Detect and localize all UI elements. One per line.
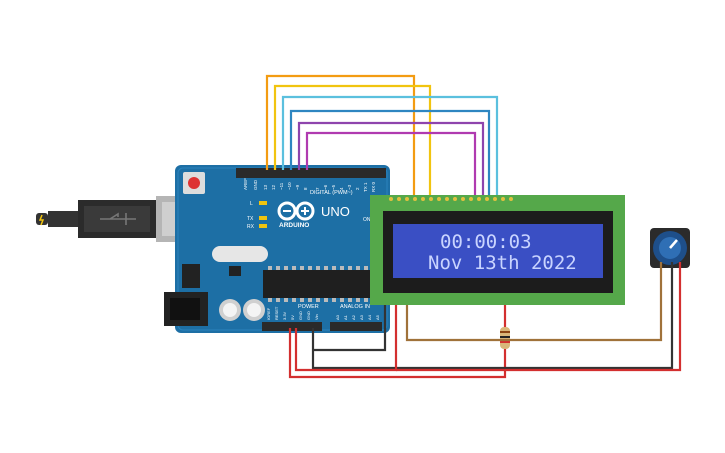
analog-header <box>330 322 382 331</box>
wire-black-ground[interactable] <box>311 262 674 370</box>
potentiometer-icon[interactable] <box>650 228 690 268</box>
digital-header <box>236 168 386 178</box>
pin-label-d11: ~11 <box>279 182 284 190</box>
power-wires <box>288 262 682 379</box>
wire-cyan[interactable] <box>281 95 499 197</box>
pin-label-d0: RX 0 <box>371 181 376 192</box>
resistor-icon <box>500 327 510 349</box>
lcd-line-2: Nov 13th 2022 <box>428 252 577 274</box>
lcd-module: 00:00:03 Nov 13th 2022 <box>370 195 625 305</box>
pin-label-gnd1: GND <box>298 311 303 320</box>
pin-label-d8: 8 <box>303 187 308 190</box>
pin-label-3v3: 3.3V <box>282 311 287 320</box>
pin-label-aref: AREF <box>243 178 248 190</box>
pin-label-d1: TX 1 <box>363 182 368 192</box>
wire-yellow[interactable] <box>273 84 432 197</box>
atmega-chip <box>263 270 375 298</box>
board-brand: ARDUINO <box>279 222 309 229</box>
pin-label-gnd: GND <box>253 179 258 190</box>
pin-label-d12: 12 <box>271 184 276 190</box>
pin-label-d4: 4 <box>339 187 344 190</box>
wire-purple[interactable] <box>297 121 485 197</box>
digital-header-label: DIGITAL (PWM~) <box>310 190 353 196</box>
crystal <box>212 246 268 262</box>
pin-label-5v: 5V <box>290 315 295 320</box>
pin-label-reset: RESET <box>274 306 279 320</box>
board-model: UNO <box>321 204 350 219</box>
wire-red-backlight[interactable] <box>288 305 507 379</box>
pin-label-a5: A5 <box>375 314 380 320</box>
pin-label-a2: A2 <box>351 314 356 320</box>
led-l-label: L <box>250 201 253 207</box>
wire-red-5v[interactable] <box>294 305 398 372</box>
led-rx-label: RX <box>247 224 255 230</box>
wire-black-lcd[interactable] <box>313 305 387 352</box>
on-label: ON <box>363 217 371 223</box>
wire-orange[interactable] <box>265 74 416 197</box>
pin-label-a4: A4 <box>367 314 372 320</box>
power-header <box>262 322 322 331</box>
data-wires <box>265 74 499 197</box>
lcd-line-1: 00:00:03 <box>440 231 532 253</box>
pin-label-d3: ~3 <box>347 184 352 190</box>
pin-label-d5: ~5 <box>331 184 336 190</box>
led-tx-label: TX <box>247 216 254 222</box>
pin-label-d2: 2 <box>355 187 360 190</box>
pin-label-d10: ~10 <box>287 182 292 190</box>
pin-label-a0: A0 <box>335 314 340 320</box>
analog-header-label: ANALOG IN <box>340 304 370 310</box>
pin-label-d6: ~6 <box>323 184 328 190</box>
pin-label-a1: A1 <box>343 314 348 320</box>
infinity-logo-icon <box>277 201 315 221</box>
pin-label-d7: 7 <box>315 187 320 190</box>
power-header-label: POWER <box>298 304 319 310</box>
pin-label-ioref: IOREF <box>266 307 271 320</box>
wire-red-pot[interactable] <box>396 262 682 372</box>
pin-label-d9: ~9 <box>295 184 300 190</box>
pin-label-d13: 13 <box>263 184 268 190</box>
wire-brown-contrast[interactable] <box>405 262 663 342</box>
wire-magenta[interactable] <box>305 131 477 197</box>
lcd-screen <box>393 224 603 278</box>
wire-blue[interactable] <box>289 109 491 197</box>
pin-label-vin: Vin <box>314 314 319 320</box>
pin-label-gnd2: GND <box>306 311 311 320</box>
pin-label-a3: A3 <box>359 314 364 320</box>
arduino-uno-board: L TX RX UNO ARDUINO ON DIGITAL (PWM~) AR… <box>164 165 390 333</box>
